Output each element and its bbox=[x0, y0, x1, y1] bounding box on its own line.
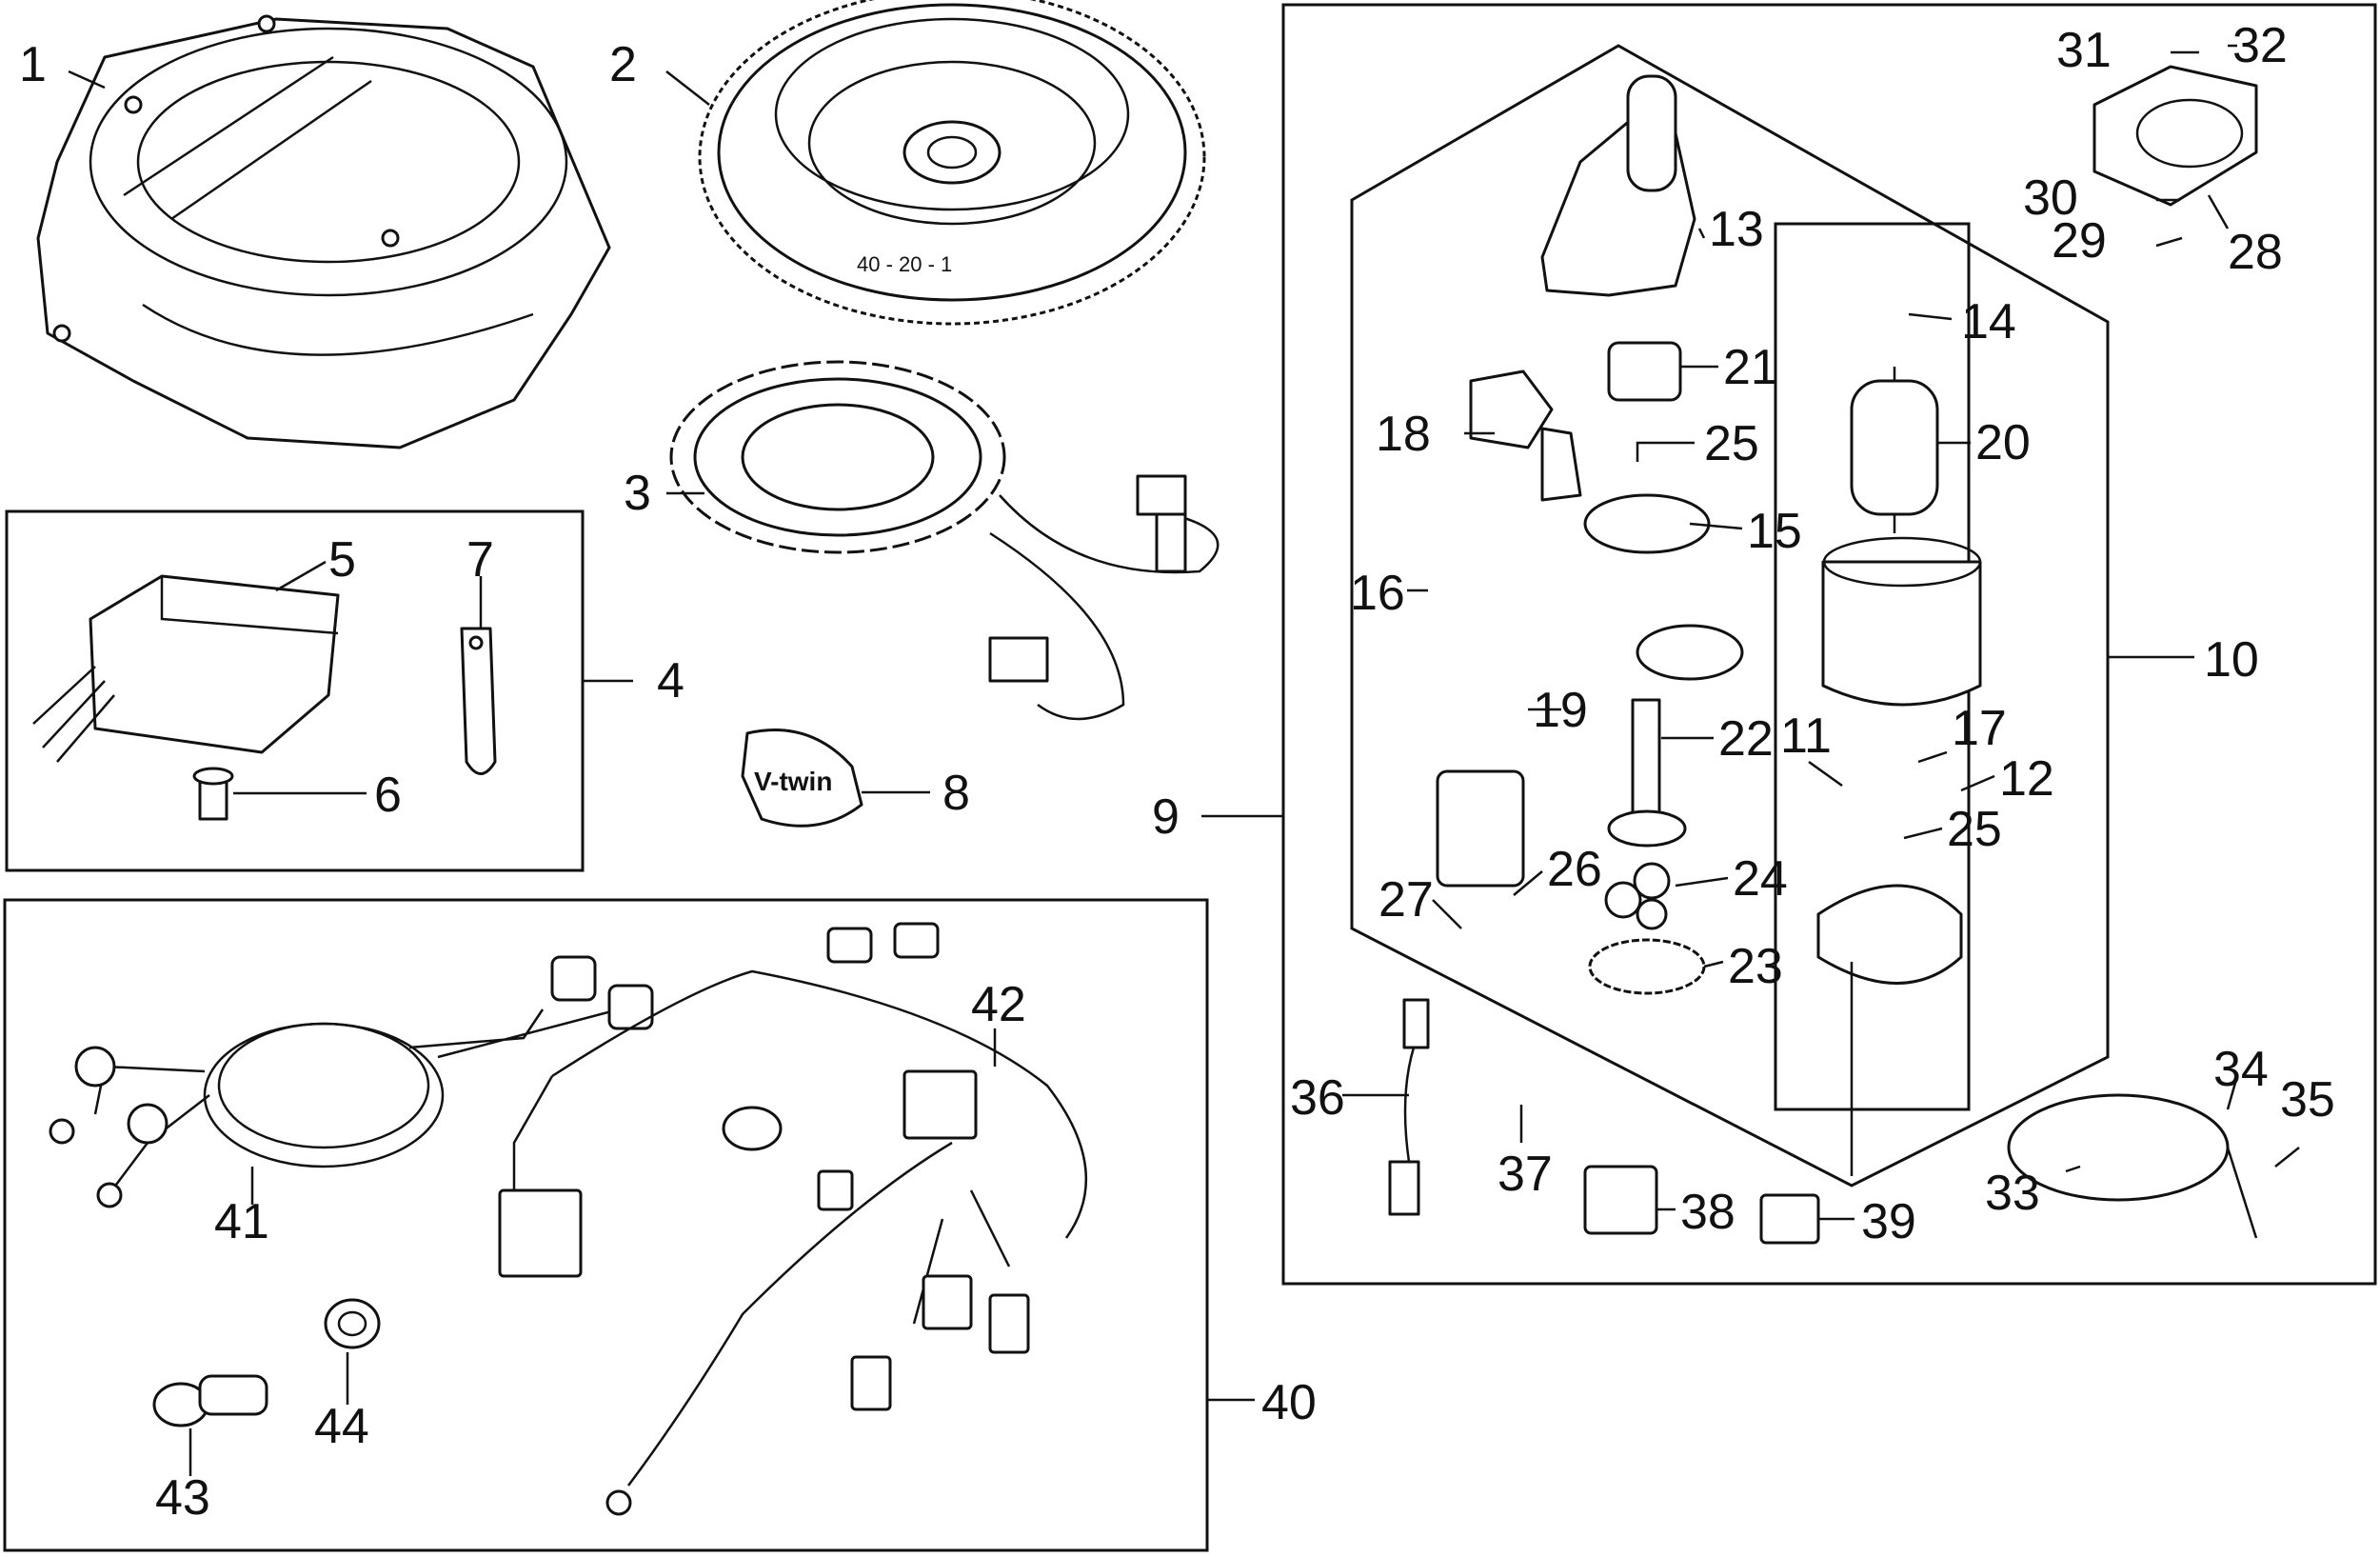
label-7: 7 bbox=[466, 532, 494, 588]
label-38: 38 bbox=[1680, 1185, 1735, 1240]
label-12: 12 bbox=[1999, 751, 2054, 807]
label-34: 34 bbox=[2213, 1042, 2269, 1097]
frame-harness-group bbox=[3, 898, 1209, 1552]
brush-holder-part bbox=[1469, 369, 1582, 502]
cap-44-part bbox=[324, 1298, 381, 1349]
frame-regulator-group bbox=[5, 509, 585, 872]
starter-cap-part bbox=[1540, 74, 1696, 297]
label-13: 13 bbox=[1709, 202, 1764, 257]
label-14: 14 bbox=[1961, 294, 2016, 349]
label-32: 32 bbox=[2232, 18, 2288, 73]
clamp-band-part bbox=[2007, 1093, 2258, 1239]
label-39: 39 bbox=[1861, 1194, 1916, 1249]
label-19: 19 bbox=[1533, 683, 1588, 738]
label-41: 41 bbox=[214, 1194, 269, 1249]
label-2: 2 bbox=[609, 37, 637, 92]
label-35: 35 bbox=[2280, 1072, 2335, 1128]
label-11: 11 bbox=[1780, 709, 1832, 764]
label-8: 8 bbox=[942, 766, 970, 821]
label-22: 22 bbox=[1718, 711, 1774, 767]
label-20: 20 bbox=[1975, 415, 2031, 470]
drive-gear-part bbox=[1583, 341, 1744, 681]
label-28: 28 bbox=[2228, 225, 2283, 280]
label-37: 37 bbox=[1497, 1147, 1553, 1202]
ring-gear-part bbox=[1588, 938, 1706, 995]
shaft-part bbox=[1607, 698, 1687, 848]
label-4: 4 bbox=[657, 653, 684, 709]
mount-bracket-part bbox=[2092, 65, 2258, 207]
badge-text: V-twin bbox=[754, 767, 832, 796]
label-5: 5 bbox=[328, 532, 356, 588]
label-9: 9 bbox=[1152, 789, 1180, 845]
frame-starter-motor-outline bbox=[1350, 44, 2110, 1188]
label-25a: 25 bbox=[1704, 416, 1759, 471]
relay-38-part bbox=[1583, 1165, 1658, 1235]
armature-part bbox=[1850, 367, 1939, 533]
callout-labels: 1 2 3 4 5 6 7 8 9 10 11 12 13 14 15 16 1… bbox=[19, 18, 2335, 1526]
label-10: 10 bbox=[2204, 632, 2259, 688]
solenoid-part bbox=[1436, 769, 1525, 888]
label-29: 29 bbox=[2052, 213, 2107, 269]
label-33: 33 bbox=[1985, 1166, 2040, 1221]
label-21: 21 bbox=[1723, 340, 1778, 395]
label-17: 17 bbox=[1952, 701, 2007, 756]
label-23: 23 bbox=[1728, 939, 1783, 994]
label-40: 40 bbox=[1261, 1375, 1317, 1430]
label-1: 1 bbox=[19, 37, 47, 92]
harness-42-part bbox=[498, 922, 1088, 1516]
strap-part bbox=[460, 627, 497, 775]
socket-43-part bbox=[152, 1374, 268, 1427]
label-18: 18 bbox=[1376, 407, 1431, 462]
vtwin-badge-part: V-twin bbox=[741, 729, 863, 828]
lead-wire-36-part bbox=[1388, 998, 1430, 1216]
label-6: 6 bbox=[374, 768, 402, 823]
frame-drive-bracket bbox=[1774, 222, 1971, 1111]
frame-starter-group bbox=[1281, 3, 2377, 1286]
fan-cover-part bbox=[36, 14, 611, 449]
flywheel-marks: 40 - 20 - 1 bbox=[857, 252, 952, 276]
label-24: 24 bbox=[1733, 851, 1788, 907]
harness-41-part bbox=[49, 955, 654, 1208]
label-30: 30 bbox=[2023, 170, 2078, 226]
leader-lines bbox=[68, 44, 2300, 1476]
label-43: 43 bbox=[155, 1470, 210, 1526]
flywheel-part: 40 - 20 - 1 bbox=[698, 0, 1206, 326]
end-cap-part bbox=[1816, 884, 1963, 1176]
label-36: 36 bbox=[1290, 1070, 1345, 1126]
label-27: 27 bbox=[1378, 872, 1434, 928]
stator-part bbox=[669, 360, 1220, 721]
planet-gears-part bbox=[1604, 862, 1671, 930]
label-25b: 25 bbox=[1947, 802, 2002, 857]
label-3: 3 bbox=[624, 466, 651, 521]
label-15: 15 bbox=[1747, 504, 1802, 559]
label-44: 44 bbox=[314, 1399, 369, 1454]
rectifier-regulator-part bbox=[32, 574, 340, 821]
label-26: 26 bbox=[1547, 842, 1602, 897]
label-31: 31 bbox=[2056, 23, 2112, 78]
relay-39-part bbox=[1759, 1193, 1820, 1245]
motor-housing-part bbox=[1821, 536, 1982, 707]
label-16: 16 bbox=[1350, 566, 1405, 621]
label-42: 42 bbox=[971, 977, 1026, 1032]
